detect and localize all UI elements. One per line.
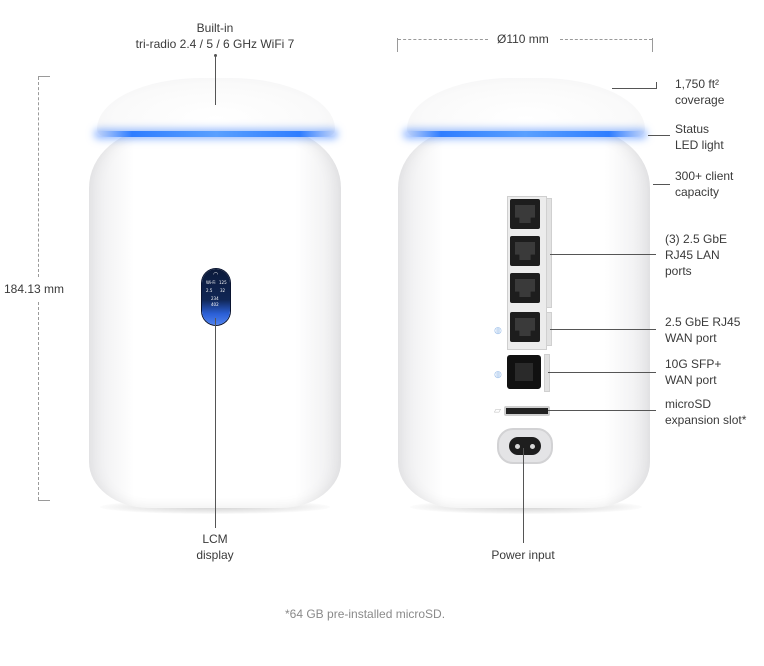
diameter-label: Ø110 mm bbox=[497, 32, 549, 46]
sfp-leader bbox=[548, 372, 656, 373]
height-label: 184.13 mm bbox=[4, 282, 65, 296]
height-dim-line-lower bbox=[38, 302, 39, 500]
lcm-row1-left: Wi-Fi bbox=[206, 280, 216, 285]
front-device-cap bbox=[97, 78, 335, 136]
built-in-leader bbox=[215, 55, 216, 105]
coverage-leader bbox=[612, 88, 656, 89]
diameter-dim-right-tick bbox=[652, 38, 653, 52]
lan-port-3 bbox=[510, 273, 540, 303]
sfp-plus-port bbox=[507, 355, 541, 389]
globe-icon: ◍ bbox=[494, 325, 502, 335]
microsd-slot bbox=[504, 406, 550, 416]
client-capacity-leader bbox=[653, 184, 670, 185]
lcm-leader bbox=[215, 318, 216, 528]
lan-ports-label: (3) 2.5 GbE RJ45 LAN ports bbox=[665, 232, 728, 278]
back-device-cap bbox=[407, 78, 645, 136]
wan-rj45-port bbox=[510, 312, 540, 342]
lan-port-side-rail bbox=[546, 198, 552, 308]
sfp-side-rail bbox=[544, 354, 550, 392]
lcm-label: LCM display bbox=[196, 532, 234, 562]
diameter-dim-line-left bbox=[398, 39, 488, 40]
globe-icon: ◍ bbox=[494, 369, 502, 379]
status-led-label: Status LED light bbox=[675, 122, 724, 152]
lcm-row4: 402 bbox=[211, 302, 219, 307]
lan-ports-leader bbox=[550, 254, 656, 255]
lcm-row1-right: 125 bbox=[219, 280, 227, 285]
height-dim-bottom-tick bbox=[38, 500, 50, 501]
lan-port-1 bbox=[510, 199, 540, 229]
diameter-dim-line-right bbox=[560, 39, 652, 40]
coverage-leader-end bbox=[656, 82, 657, 89]
microsd-label: microSD expansion slot* bbox=[665, 397, 747, 427]
status-led-leader bbox=[648, 135, 670, 136]
footnote: *64 GB pre-installed microSD. bbox=[285, 607, 446, 621]
back-status-led-ring bbox=[405, 131, 645, 137]
sd-card-icon: ▱ bbox=[494, 405, 501, 415]
diameter-dim-left-tick bbox=[397, 38, 398, 52]
lcm-row2-right: 32 bbox=[220, 288, 226, 293]
wan-rj45-leader bbox=[550, 329, 656, 330]
wifi-icon: ◠ bbox=[213, 271, 219, 278]
height-dim-line-upper bbox=[38, 77, 39, 277]
lan-port-2 bbox=[510, 236, 540, 266]
built-in-label: Built-in tri-radio 2.4 / 5 / 6 GHz WiFi … bbox=[135, 21, 295, 51]
power-input-label: Power input bbox=[491, 548, 555, 562]
lcm-row2-left: 2.5 bbox=[206, 288, 213, 293]
client-capacity-label: 300+ client capacity bbox=[675, 169, 734, 199]
height-dim-top-tick bbox=[38, 76, 50, 77]
wan-rj45-label: 2.5 GbE RJ45 WAN port bbox=[665, 315, 741, 345]
front-status-led-ring bbox=[96, 131, 336, 137]
sfp-label: 10G SFP+ WAN port bbox=[665, 357, 722, 387]
lcm-display-screen: ◠ Wi-Fi 125 2.5 32 234 402 bbox=[202, 269, 230, 325]
power-input-socket bbox=[497, 428, 553, 464]
coverage-label: 1,750 ft² coverage bbox=[675, 77, 725, 107]
microsd-leader bbox=[548, 410, 656, 411]
lcm-row3: 234 bbox=[211, 296, 219, 301]
power-input-leader bbox=[523, 448, 524, 543]
